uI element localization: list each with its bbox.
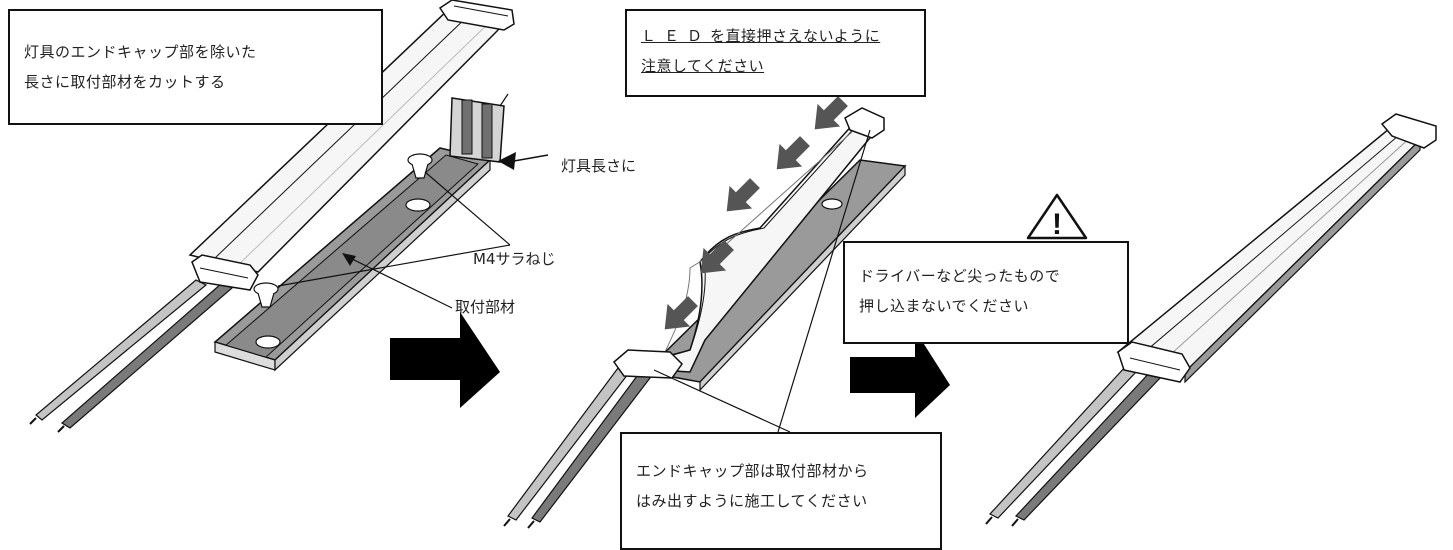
m4-screw-bottom [253, 282, 279, 308]
note-driver-line2: 押し込まないでください [859, 297, 1030, 315]
cutter-tool [449, 93, 509, 163]
label-mounting-member: 取付部材 [455, 298, 516, 316]
panel-3-finished-view [985, 113, 1437, 527]
left-cables [29, 279, 234, 433]
note-cut-length: 灯具のエンドキャップ部を除いた 長さに取付部材をカットする [8, 9, 383, 125]
note-endcap: エンドキャップ部は取付部材から はみ出すように施工してください [620, 432, 942, 550]
label-fixture-length: 灯具長さに [561, 157, 637, 175]
panel-1-exploded-view [29, 0, 549, 433]
panel-2-press-in-view [503, 96, 907, 529]
note-led-led-word: ＬＥＤ [641, 27, 711, 45]
note-cut-line2: 長さに取付部材をカットする [24, 73, 226, 91]
note-endcap-line2: はみ出すように施工してください [636, 492, 868, 510]
note-led-line2: 注意してください [641, 57, 765, 75]
m4-screw-top [407, 153, 433, 179]
note-driver-warning: ドライバーなど尖ったもので 押し込まないでください [843, 241, 1129, 344]
warning-exclamation-icon: ! [1052, 208, 1062, 241]
right-cables [985, 365, 1163, 527]
warning-sign: ! [1026, 193, 1088, 241]
step-arrow-1 [390, 312, 500, 408]
note-driver-line1: ドライバーなど尖ったもので [859, 267, 1061, 285]
note-led-line1: ＬＥＤを直接押さえないように [641, 21, 910, 51]
note-led-line1-rest: を直接押さえないように [710, 27, 881, 45]
step-arrow-2 [850, 330, 950, 418]
light-bar-unit [188, 0, 515, 291]
label-m4-screw: M4サラねじ [473, 250, 556, 268]
right-assembled-bar [1116, 113, 1437, 384]
note-endcap-line1: エンドキャップ部は取付部材から [636, 462, 869, 480]
push-arrows [664, 96, 848, 330]
note-led-caution: ＬＥＤを直接押さえないように 注意してください [625, 9, 926, 97]
note-cut-line1: 灯具のエンドキャップ部を除いた [24, 43, 257, 61]
